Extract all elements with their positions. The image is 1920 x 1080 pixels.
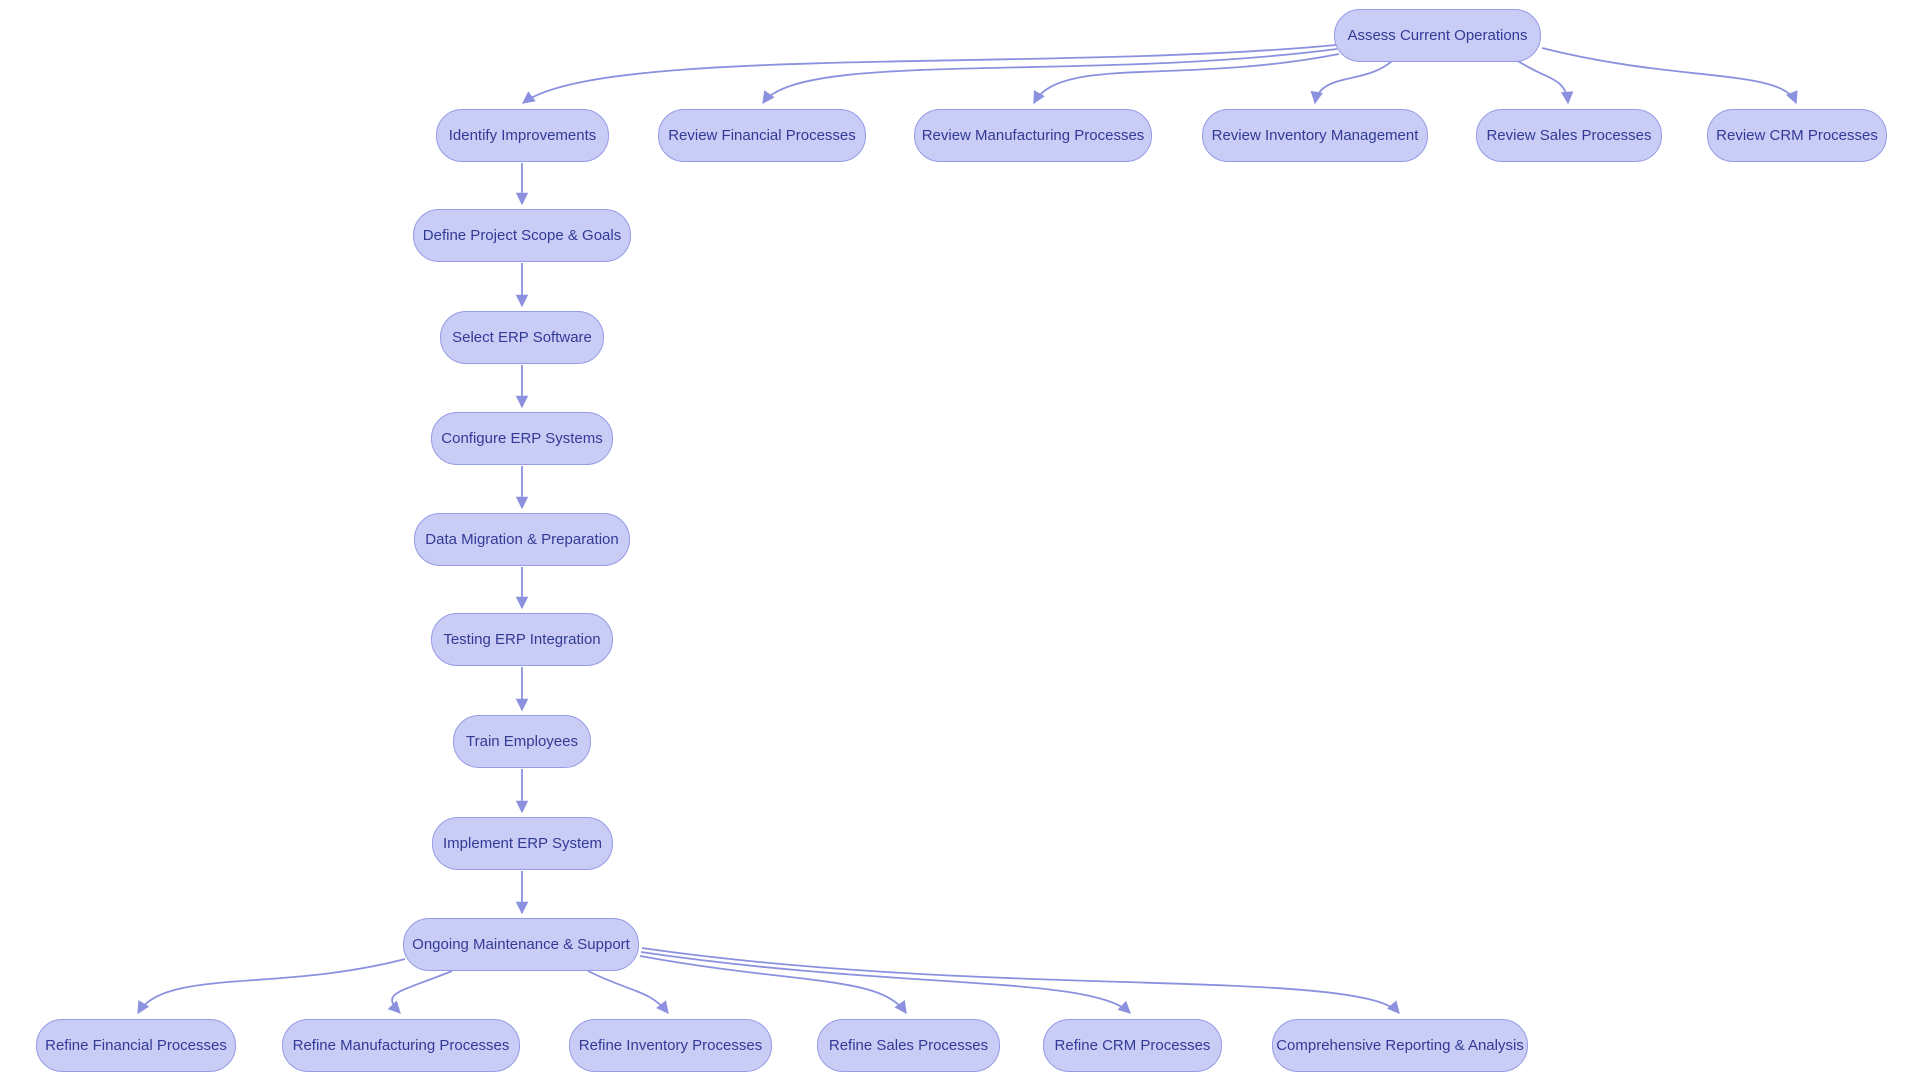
node-ongoing-maintenance: Ongoing Maintenance & Support — [403, 918, 639, 971]
node-label: Ongoing Maintenance & Support — [412, 936, 630, 953]
edge-ongoing-refine-sales — [639, 955, 907, 1015]
node-select-erp: Select ERP Software — [440, 311, 604, 364]
node-label: Data Migration & Preparation — [425, 531, 619, 548]
edge-ongoing-refine-financial — [137, 958, 406, 1015]
node-refine-sales: Refine Sales Processes — [817, 1019, 1000, 1072]
node-label: Review Financial Processes — [668, 127, 856, 144]
edge-assess-review-crm — [1541, 47, 1798, 105]
node-review-manufacturing: Review Manufacturing Processes — [914, 109, 1152, 162]
node-label: Select ERP Software — [452, 329, 592, 346]
node-label: Review Sales Processes — [1486, 127, 1652, 144]
node-label: Review CRM Processes — [1716, 127, 1878, 144]
edge-ongoing-refine-inventory — [587, 970, 669, 1014]
node-configure-erp: Configure ERP Systems — [431, 412, 613, 465]
edge-assess-review-sales — [1514, 58, 1574, 105]
node-label: Refine Inventory Processes — [578, 1037, 763, 1054]
node-label: Define Project Scope & Goals — [422, 227, 622, 244]
edge-ongoing-refine-manufacturing — [387, 970, 453, 1014]
node-comprehensive-reporting: Comprehensive Reporting & Analysis — [1272, 1019, 1528, 1072]
node-review-sales: Review Sales Processes — [1476, 109, 1662, 162]
edge-ongoing-comprehensive-reporting — [641, 947, 1400, 1014]
node-label: Refine Sales Processes — [828, 1037, 989, 1054]
node-label: Review Manufacturing Processes — [921, 127, 1145, 144]
node-label: Review Inventory Management — [1211, 127, 1419, 144]
node-assess: Assess Current Operations — [1334, 9, 1541, 62]
node-identify-improvements: Identify Improvements — [436, 109, 609, 162]
node-label: Implement ERP System — [443, 835, 602, 852]
node-train-employees: Train Employees — [453, 715, 591, 768]
node-label: Assess Current Operations — [1347, 27, 1528, 44]
node-label: Train Employees — [466, 733, 578, 750]
edge-assess-review-manufacturing — [1033, 53, 1340, 105]
node-label: Testing ERP Integration — [443, 631, 601, 648]
node-refine-financial: Refine Financial Processes — [36, 1019, 236, 1072]
node-refine-crm: Refine CRM Processes — [1043, 1019, 1222, 1072]
node-label: Identify Improvements — [448, 127, 597, 144]
node-review-crm: Review CRM Processes — [1707, 109, 1887, 162]
node-label: Comprehensive Reporting & Analysis — [1276, 1037, 1524, 1054]
node-testing-erp: Testing ERP Integration — [431, 613, 613, 666]
node-data-migration: Data Migration & Preparation — [414, 513, 630, 566]
node-label: Refine Financial Processes — [45, 1037, 227, 1054]
node-implement-erp: Implement ERP System — [432, 817, 613, 870]
node-define-scope: Define Project Scope & Goals — [413, 209, 631, 262]
node-label: Configure ERP Systems — [441, 430, 603, 447]
edge-assess-review-inventory — [1310, 60, 1393, 105]
edge-ongoing-refine-crm — [640, 951, 1131, 1014]
node-review-financial: Review Financial Processes — [658, 109, 866, 162]
node-refine-manufacturing: Refine Manufacturing Processes — [282, 1019, 520, 1072]
node-label: Refine Manufacturing Processes — [292, 1037, 510, 1054]
node-refine-inventory: Refine Inventory Processes — [569, 1019, 772, 1072]
node-label: Refine CRM Processes — [1054, 1037, 1211, 1054]
edge-assess-identify-improvements — [521, 44, 1337, 104]
edge-assess-review-financial — [762, 48, 1338, 105]
node-review-inventory: Review Inventory Management — [1202, 109, 1428, 162]
